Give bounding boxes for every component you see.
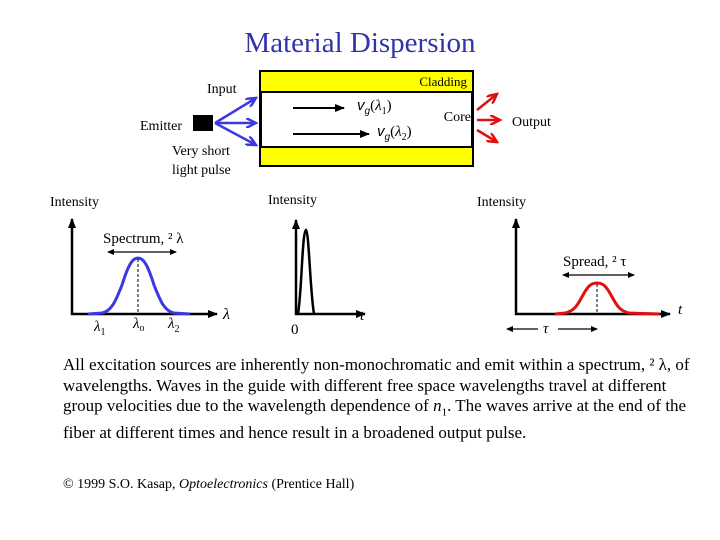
delay-label: τ xyxy=(543,321,549,337)
refractive-index-symbol: n xyxy=(433,396,442,416)
input-rays xyxy=(214,98,256,145)
optical-fiber: Cladding Core vg(λ1) vg(λ2) xyxy=(259,70,474,167)
cladding-label: Cladding xyxy=(419,74,467,89)
output-pulse-ylabel: Intensity xyxy=(477,195,526,210)
input-pulse-origin: 0 xyxy=(291,322,299,338)
vg2-label: vg(λ2) xyxy=(377,123,412,143)
paragraph-text: All excitation sources are inherently no… xyxy=(63,355,690,416)
copyright-notice: © 1999 S.O. Kasap, Optoelectronics (Pren… xyxy=(63,477,354,493)
output-label: Output xyxy=(512,115,551,130)
tick-lambda0: λo xyxy=(132,316,145,334)
pulse-label-line2: light pulse xyxy=(172,163,231,178)
output-rays xyxy=(476,94,500,142)
book-title: Optoelectronics xyxy=(179,477,268,492)
page-title: Material Dispersion xyxy=(244,27,476,59)
copyright-suffix: (Prentice Hall) xyxy=(267,477,355,492)
input-label: Input xyxy=(207,82,237,97)
pulse-label-line1: Very short xyxy=(172,144,230,159)
spread-annotation: Spread, ² τ xyxy=(563,254,626,270)
spectrum-ylabel: Intensity xyxy=(50,195,99,210)
paragraph-text-end: . The waves arrive at the end of the fib… xyxy=(63,396,687,443)
explanation-paragraph: All excitation sources are inherently no… xyxy=(63,355,693,444)
refractive-index-subscript: 1 xyxy=(441,406,448,419)
output-pulse-graph: Intensity Spread, ² τ t τ xyxy=(477,195,683,337)
emitter-label: Emitter xyxy=(140,119,182,134)
vg1-label: vg(λ1) xyxy=(357,97,392,117)
tick-lambda2: λ2 xyxy=(167,316,180,335)
input-pulse-curve xyxy=(296,228,316,315)
emitter-block xyxy=(193,115,213,131)
core-label: Core xyxy=(444,110,471,125)
spectrum-xlabel: λ xyxy=(222,306,230,323)
spectrum-curve xyxy=(87,256,191,316)
fiber-core xyxy=(260,91,473,148)
copyright-prefix: © 1999 S.O. Kasap, xyxy=(63,477,180,492)
tick-lambda1: λ1 xyxy=(93,319,106,338)
input-pulse-xlabel: t xyxy=(360,308,365,324)
output-pulse-curve xyxy=(554,281,661,316)
input-pulse-graph: Intensity t 0 xyxy=(268,193,366,338)
spectrum-graph: Intensity λ Spectrum, ² λ λ1 λo λ2 xyxy=(50,195,230,338)
input-pulse-ylabel: Intensity xyxy=(268,193,317,208)
spectrum-annotation: Spectrum, ² λ xyxy=(103,231,184,247)
output-pulse-xlabel: t xyxy=(678,302,683,318)
